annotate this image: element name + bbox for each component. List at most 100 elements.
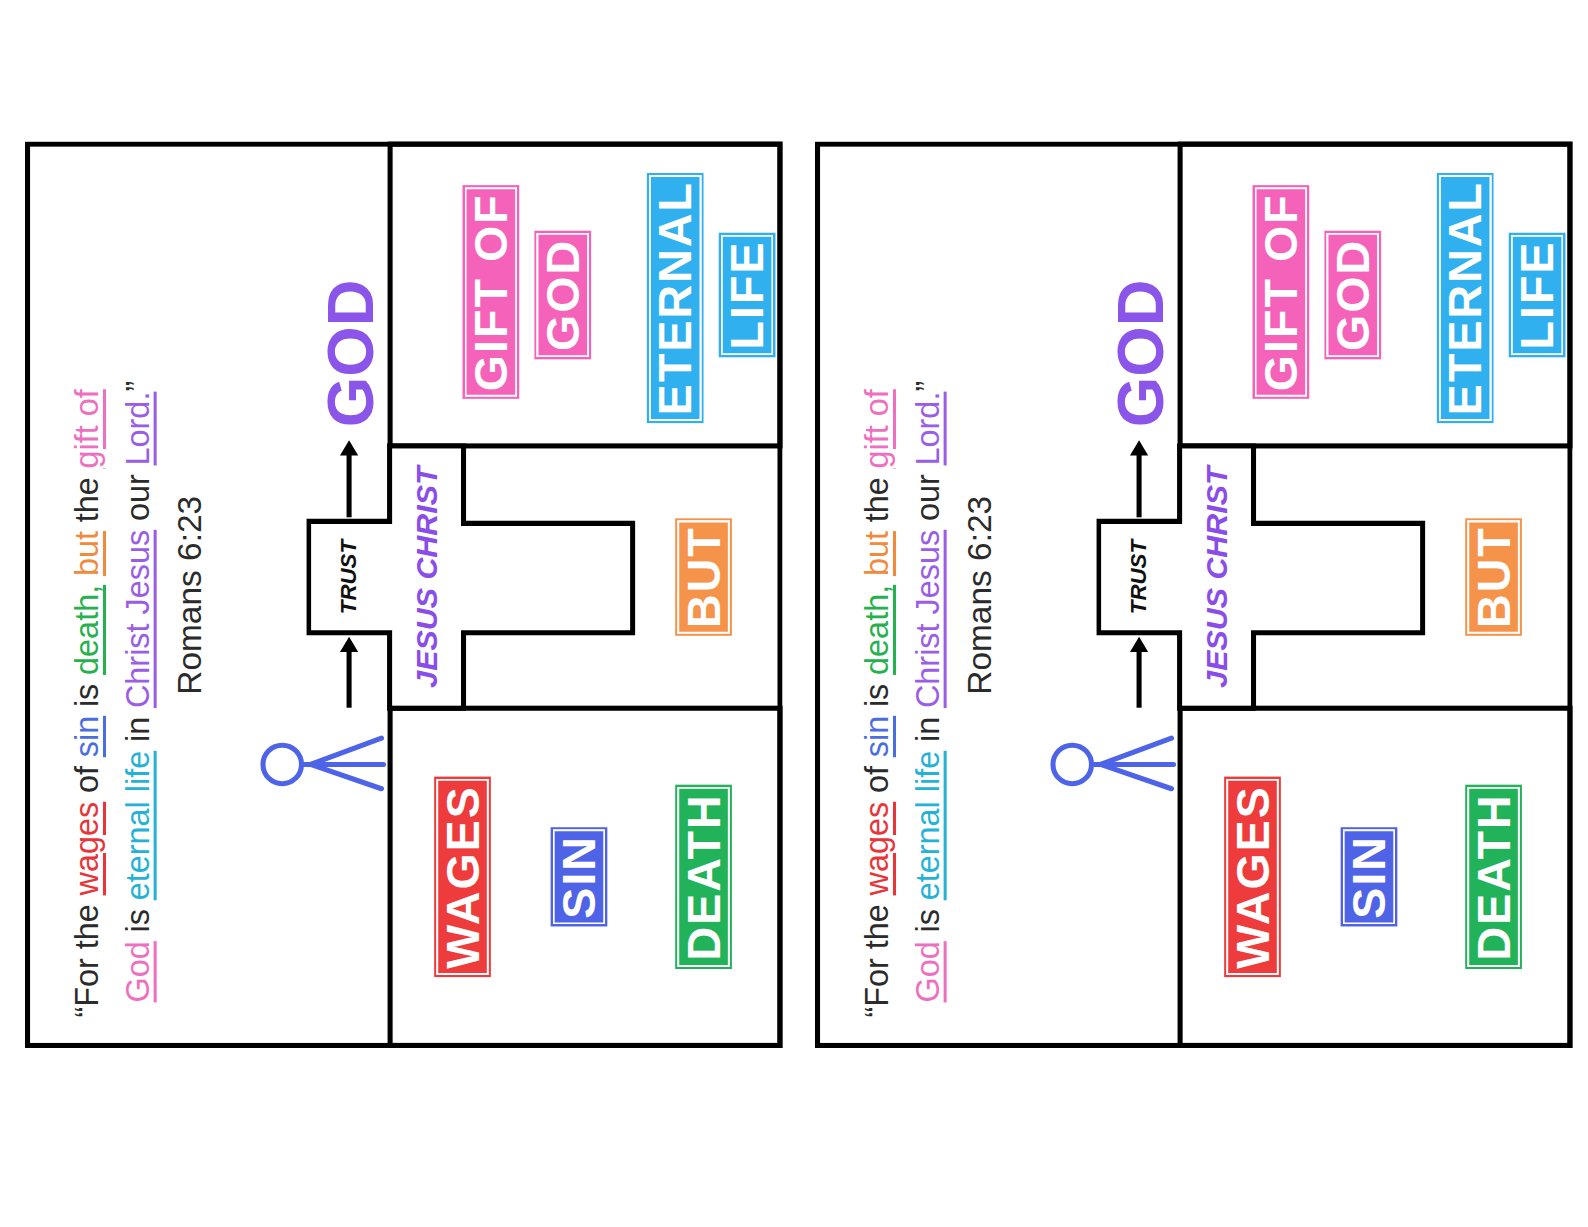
cross-outline-path <box>309 446 633 709</box>
text-holder: WAGES <box>1222 711 1294 1043</box>
trust-label: TRUST <box>1126 540 1152 614</box>
person-limb <box>311 765 382 789</box>
arrow-head <box>1130 441 1148 456</box>
verse-line: God is eternal life in Christ Jesus our Lord.” <box>904 381 951 1003</box>
highlight-word: ETERNAL LIFE <box>1439 175 1564 421</box>
god-arrow <box>1137 455 1142 518</box>
verse-word: is <box>69 684 105 707</box>
verse-word: wages <box>69 802 105 896</box>
highlight-word: DEATH <box>1467 787 1520 966</box>
verse-word: sin <box>69 716 105 757</box>
highlight-word: DEATH <box>678 787 731 966</box>
verse-word: sin <box>859 716 895 757</box>
text-holder: BUT <box>673 446 745 709</box>
verse-word: death, <box>859 585 895 675</box>
verse-word: ” <box>119 381 155 392</box>
gift-box: GIFT OF GOD ETERNAL LIFE <box>388 142 783 449</box>
verse-word: “For the <box>69 904 105 1017</box>
god-arrow <box>347 455 352 518</box>
verse-word: the <box>859 477 895 522</box>
verse-word: God <box>119 941 155 1002</box>
highlight-word: WAGES <box>436 779 489 975</box>
highlight-word: GIFT OF GOD <box>1255 187 1380 397</box>
text-holder: GIFT OF GOD <box>1251 193 1395 398</box>
verse-word: is <box>859 684 895 707</box>
verse-line: God is eternal life in Christ Jesus our Lord.” <box>114 381 161 1003</box>
god-label: GOD <box>1109 280 1174 428</box>
person-limb <box>1101 765 1172 789</box>
text-holder: DEATH <box>673 711 745 1043</box>
trust-arrow <box>347 649 352 708</box>
arrow-head <box>340 441 358 456</box>
highlight-word: GIFT OF GOD <box>465 187 590 397</box>
but-box: BUT <box>1178 446 1573 709</box>
card-frame <box>818 144 1570 1045</box>
verse-word: is <box>119 909 155 932</box>
verse-word: eternal life <box>119 751 155 901</box>
verse-word: ” <box>909 381 945 392</box>
text-holder: BUT <box>1463 446 1535 709</box>
highlight-word: BUT <box>1467 520 1520 634</box>
verse-word: in <box>909 717 945 742</box>
gospel-card: “For thewagesofsinisdeath,butthegift ofG… <box>815 142 1573 1048</box>
verse-reference: Romans 6:23 <box>963 444 996 748</box>
text-holder: WAGES <box>432 711 504 1043</box>
wages-box: WAGES SIN DEATH <box>388 706 783 1048</box>
arrow-head <box>340 637 358 652</box>
text-holder: TRUST <box>309 522 390 633</box>
card-frame <box>28 144 780 1045</box>
jesus-christ-label: JESUS CHRIST <box>410 467 444 688</box>
cross-outline-path <box>1099 446 1423 709</box>
text-holder: SIN <box>1339 711 1411 1043</box>
verse-word: our <box>119 474 155 521</box>
verse-word: Christ Jesus <box>909 530 945 708</box>
wages-box: WAGES SIN DEATH <box>1178 706 1573 1048</box>
verse-word: eternal life <box>909 751 945 901</box>
highlight-word: SIN <box>553 829 606 925</box>
verse-line: “For thewagesofsinisdeath,butthegift of <box>854 389 901 1017</box>
cross-shape: TRUST JESUS CHRIST <box>307 444 636 711</box>
person-limb <box>1101 738 1172 764</box>
cross-shape: TRUST JESUS CHRIST <box>1097 444 1426 711</box>
arrow-head <box>1130 637 1148 652</box>
verse-word: “For the <box>859 904 895 1017</box>
but-box: BUT <box>388 446 783 709</box>
gospel-card: “For thewagesofsinisdeath,butthegift ofG… <box>25 142 783 1048</box>
person-figure <box>263 738 384 789</box>
text-holder: JESUS CHRIST <box>390 446 464 709</box>
verse-word: is <box>909 909 945 932</box>
verse-word: but <box>859 531 895 576</box>
text-holder: DEATH <box>1463 711 1535 1043</box>
trust-label: TRUST <box>336 540 362 614</box>
verse-word: wages <box>859 802 895 896</box>
highlight-word: ETERNAL LIFE <box>649 175 774 421</box>
text-holder: TRUST <box>1099 522 1180 633</box>
verse-word: our <box>909 474 945 521</box>
verse-line: “For thewagesofsinisdeath,butthegift of <box>64 389 111 1017</box>
verse-reference: Romans 6:23 <box>173 444 206 748</box>
verse-word: of <box>859 766 895 793</box>
text-holder: ETERNAL LIFE <box>1435 111 1579 480</box>
text-holder: ETERNAL LIFE <box>645 111 789 480</box>
verse-word: Lord. <box>119 392 155 466</box>
verse-word: of <box>69 766 105 793</box>
highlight-word: SIN <box>1343 829 1396 925</box>
person-figure <box>1053 738 1174 789</box>
person-head <box>263 745 301 783</box>
person-limb <box>311 738 382 764</box>
verse-word: God <box>909 941 945 1002</box>
trust-arrow <box>1137 649 1142 708</box>
verse-word: gift of <box>69 389 105 468</box>
verse-word: the <box>69 477 105 522</box>
god-label: GOD <box>319 280 384 428</box>
text-holder: SIN <box>549 711 621 1043</box>
verse-word: Christ Jesus <box>119 530 155 708</box>
text-holder: GIFT OF GOD <box>461 193 605 398</box>
gift-box: GIFT OF GOD ETERNAL LIFE <box>1178 142 1573 449</box>
verse-word: Lord. <box>909 392 945 466</box>
verse-word: death, <box>69 585 105 675</box>
jesus-christ-label: JESUS CHRIST <box>1200 467 1234 688</box>
person-head <box>1053 745 1091 783</box>
text-holder: JESUS CHRIST <box>1180 446 1254 709</box>
verse-word: in <box>119 717 155 742</box>
